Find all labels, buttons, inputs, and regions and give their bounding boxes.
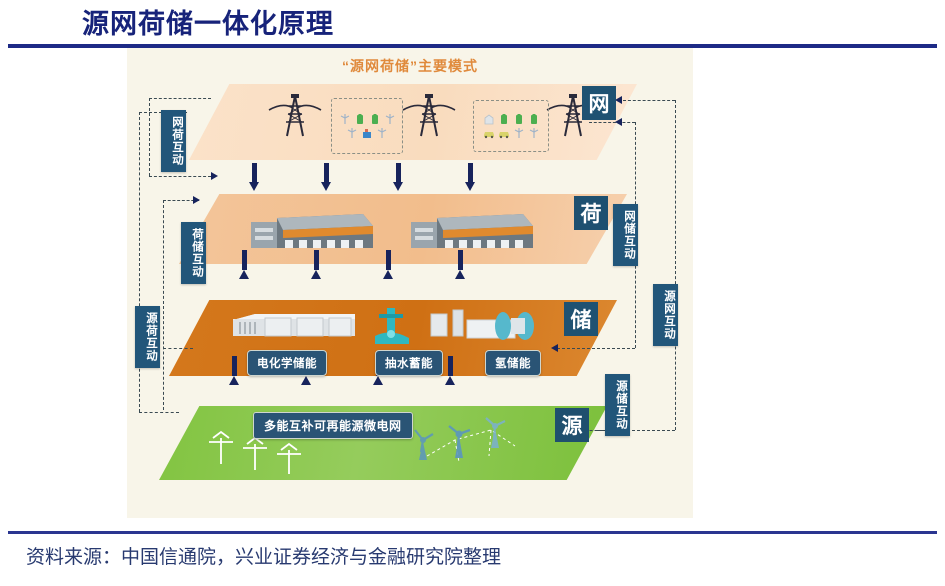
pumped-hydro-turbine-icon — [375, 308, 409, 344]
pylon-icon — [268, 94, 322, 137]
storage-type-electrochemical[interactable]: 电化学储能 — [247, 350, 327, 376]
interaction-label-net-storage[interactable]: 网储互动 — [613, 204, 638, 266]
route-arrow-in-loadstore — [193, 196, 200, 204]
route-right-inner-top — [589, 122, 635, 123]
storage-type-pumped-hydro[interactable]: 抽水蓄能 — [375, 350, 443, 376]
hydrogen-tank-icon — [430, 309, 534, 340]
title-divider — [8, 44, 937, 48]
interaction-label-source-net[interactable]: 源网互动 — [653, 284, 678, 346]
battery-icon — [500, 114, 507, 124]
wind-turbine-icon — [340, 114, 349, 124]
layer-grid-slab — [189, 84, 637, 160]
route-right-outer-vertical — [675, 100, 676, 430]
layer-load — [179, 194, 627, 264]
factory-icon — [363, 129, 371, 138]
route-right-outer-bottom — [597, 430, 675, 431]
interaction-label-source-storage[interactable]: 源储互动 — [605, 374, 630, 436]
layer-badge-grid: 网 — [582, 86, 616, 120]
route-srcstore-bottom — [565, 430, 627, 431]
grid-asset-cluster-right — [473, 100, 549, 152]
wind-turbine-icon — [347, 128, 357, 138]
route-netload-top — [149, 98, 211, 99]
building-icon — [484, 114, 493, 125]
wind-turbine-icon — [385, 114, 394, 124]
layer-badge-storage: 储 — [564, 302, 598, 336]
wind-turbine-icon — [514, 128, 523, 138]
industrial-plant-icon — [251, 214, 373, 248]
diagram-panel: “源网荷储”主要模式 — [127, 48, 693, 518]
interaction-label-source-load[interactable]: 源荷互动 — [135, 306, 160, 368]
car-icon — [498, 132, 509, 139]
storage-type-hydrogen[interactable]: 氢储能 — [485, 350, 541, 376]
battery-icon — [530, 114, 537, 124]
route-arrow-in-netload — [211, 172, 218, 180]
route-left-inner-vertical — [163, 200, 164, 410]
industrial-plant-icon — [411, 214, 533, 248]
route-left-outer-vertical — [139, 112, 140, 412]
diagram-caption: “源网荷储”主要模式 — [342, 58, 478, 74]
pylon-icon — [546, 94, 600, 137]
layer-badge-source: 源 — [555, 408, 589, 442]
page-title: 源网荷储一体化原理 — [82, 9, 334, 39]
route-right-outer-top — [623, 100, 675, 101]
route-left-inner-top — [163, 200, 199, 201]
source-note: 资料来源：中国信通院，兴业证券经济与金融研究院整理 — [26, 547, 502, 568]
route-netload-left — [149, 98, 150, 176]
footer-divider — [8, 531, 937, 534]
battery-icon — [356, 114, 363, 124]
microgrid-banner: 多能互补可再能源微电网 — [253, 412, 413, 439]
battery-icon — [371, 114, 378, 124]
route-arrow-out-right-bottom — [615, 96, 622, 104]
route-netload-bottom — [149, 176, 211, 177]
pylon-icon — [402, 94, 456, 137]
route-arrow-out-right-top — [615, 118, 622, 126]
route-arrow-out-right-mid — [551, 344, 558, 352]
solar-tower-icon — [209, 430, 301, 474]
wind-turbine-icon — [529, 128, 538, 138]
route-left-outer-bottom — [139, 412, 179, 413]
grid-asset-cluster-left — [331, 98, 403, 154]
layer-grid — [189, 84, 637, 160]
battery-icon — [515, 114, 522, 124]
route-left-inner-bottom — [163, 348, 193, 349]
car-icon — [483, 132, 494, 139]
battery-container-icon — [233, 314, 355, 337]
interaction-label-load-storage[interactable]: 荷储互动 — [181, 222, 206, 284]
wind-turbine-icon — [377, 128, 387, 138]
interaction-label-net-load[interactable]: 网荷互动 — [161, 110, 186, 172]
wind-farm-icon — [414, 417, 516, 463]
route-right-inner-bottom — [557, 348, 635, 349]
layer-badge-load: 荷 — [574, 196, 608, 230]
